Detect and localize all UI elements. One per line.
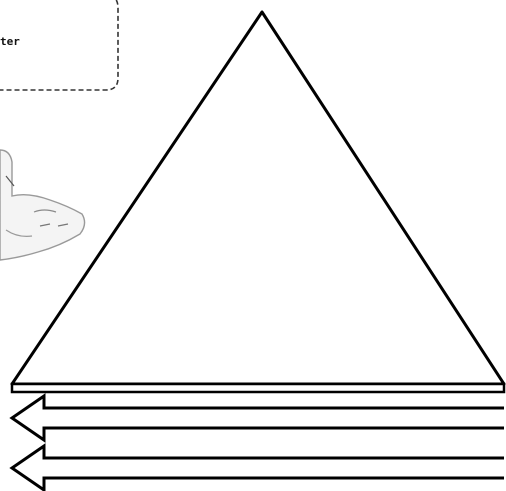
note-box-text: ter [0, 35, 20, 48]
left-arrow-icon [12, 396, 504, 440]
left-arrow-icon [12, 446, 504, 490]
pointing-hand-icon [0, 150, 85, 260]
triangle-base-bar [12, 384, 504, 392]
triangle-shape [12, 12, 504, 384]
note-box: ter [0, 0, 118, 90]
hand-outline [0, 150, 85, 260]
